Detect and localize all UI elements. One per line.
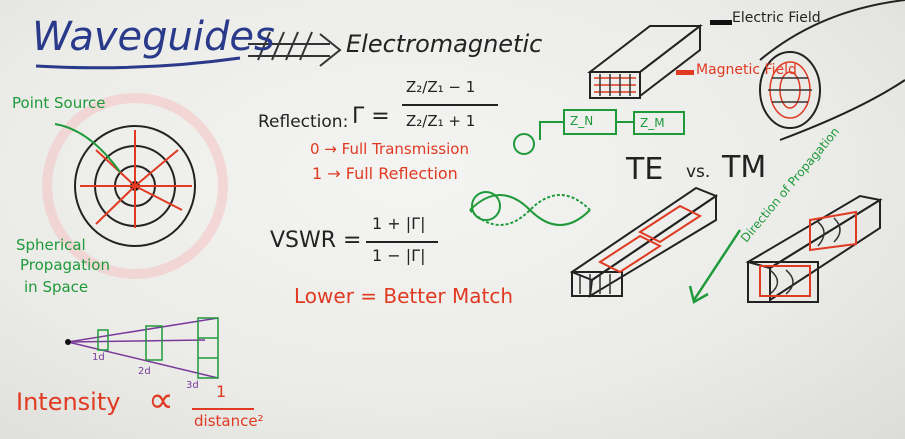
impedance-z2: Z_M (640, 116, 665, 130)
reflection-symbol: Γ = (352, 104, 390, 129)
intensity-denominator: distance² (194, 412, 264, 430)
impedance-z1: Z_N (570, 114, 594, 128)
vswr-numerator: 1 + |Γ| (372, 214, 426, 233)
vswr-denominator: 1 − |Γ| (372, 246, 426, 265)
circular-waveguide (759, 0, 905, 141)
title-arrow (248, 31, 342, 67)
point-source-label: Point Source (12, 94, 106, 112)
intensity-diagram (67, 317, 219, 379)
point-source-diagram (42, 93, 228, 279)
magnetic-legend-mark (676, 70, 694, 75)
legend-magnetic: Magnetic Field (696, 62, 797, 78)
distance-1d: 1d (92, 352, 105, 363)
wave-sketch (469, 191, 591, 226)
intensity-proportional: ∝ (148, 380, 174, 421)
tm-label: TM (722, 150, 767, 185)
reflection-label: Reflection: (258, 112, 349, 132)
impedance-diagram (513, 109, 685, 155)
vswr-lhs: VSWR = (270, 228, 362, 253)
intensity-numerator: 1 (216, 382, 227, 401)
title-sub: Electromagnetic (346, 30, 543, 58)
vswr-note: Lower = Better Match (294, 284, 514, 308)
tm-waveguide (745, 194, 883, 303)
spherical-line-2: Propagation (20, 256, 110, 274)
distance-3d: 3d (186, 380, 199, 391)
full-transmission: 0 → Full Transmission (310, 140, 469, 158)
spherical-line-3: in Space (24, 278, 89, 296)
reflection-numerator: Z₂/Z₁ − 1 (406, 78, 476, 96)
rect-waveguide (587, 23, 703, 99)
legend-electric: Electric Field (732, 10, 821, 26)
electric-legend-mark (710, 20, 732, 25)
te-waveguide (569, 186, 719, 298)
vs-label: vs. (686, 162, 711, 182)
distance-2d: 2d (138, 366, 151, 377)
propagation-arrow (688, 229, 742, 304)
title-main: Waveguides (32, 14, 275, 60)
full-reflection: 1 → Full Reflection (312, 164, 458, 183)
spherical-line-1: Spherical (16, 236, 86, 254)
intensity-label: Intensity (16, 388, 121, 416)
te-label: TE (626, 152, 664, 187)
title-underline (35, 56, 241, 70)
reflection-denominator: Z₂/Z₁ + 1 (406, 112, 476, 130)
intensity-fraction-line (192, 408, 254, 410)
